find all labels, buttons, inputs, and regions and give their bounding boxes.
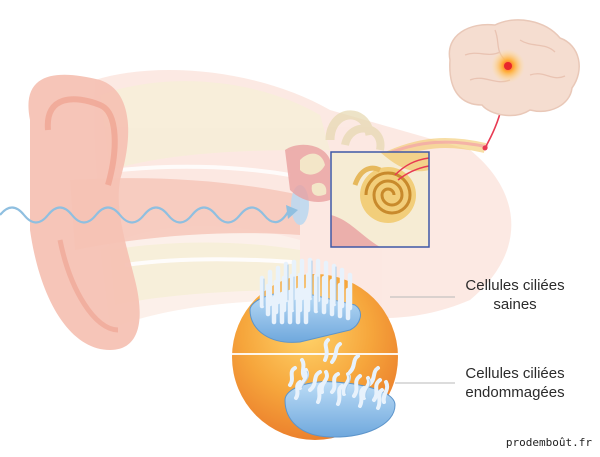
damaged-hair-cells [284, 338, 396, 438]
skull-bone [100, 81, 330, 305]
sound-wave-arrow [286, 205, 298, 219]
middle-ear [285, 144, 330, 202]
label-damaged-line2: endommagées [465, 384, 565, 401]
label-healthy-line2: saines [493, 296, 537, 313]
cochlea-zoom-box [330, 151, 430, 248]
cochlea-icon [360, 167, 416, 223]
ear-canal [70, 178, 300, 250]
semicircular-canals [325, 110, 385, 151]
hair-cell-sphere [232, 257, 398, 440]
label-damaged-hair-cells: Cellules ciliées endommagées [450, 364, 580, 402]
outer-ear-illustration [28, 74, 140, 351]
healthy-hair-cells [249, 257, 361, 343]
brain-illustration [448, 19, 580, 117]
label-damaged-line1: Cellules ciliées [465, 365, 565, 382]
watermark: prodemboût.fr [505, 436, 592, 449]
label-healthy-line1: Cellules ciliées [465, 277, 565, 294]
label-healthy-hair-cells: Cellules ciliées saines [450, 276, 580, 314]
sound-wave [0, 206, 289, 224]
